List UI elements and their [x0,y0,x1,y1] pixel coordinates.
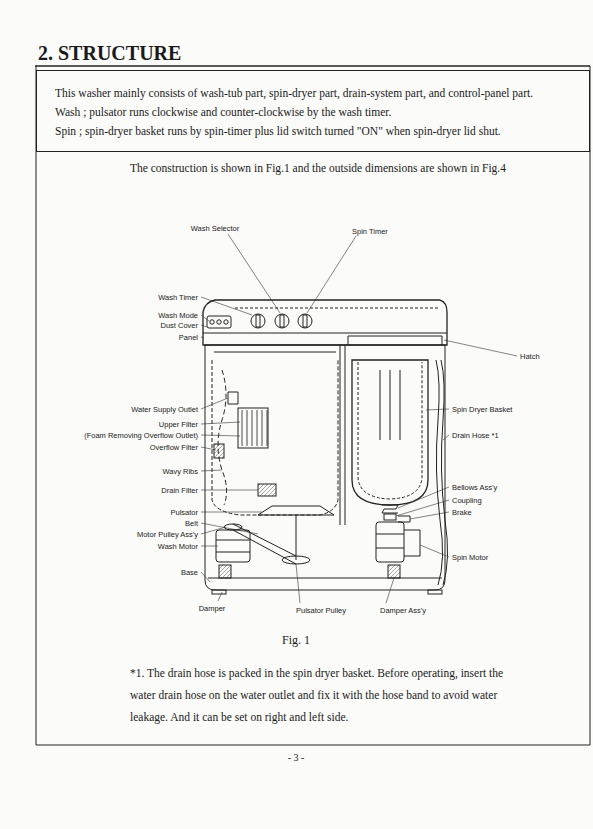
intro-box: This washer mainly consists of wash-tub … [36,70,590,152]
part-label: Damper Ass'y [380,606,426,615]
part-label: Dust Cover [160,321,198,330]
part-label: Wash Selector [191,224,240,233]
part-label: Bellows Ass'y [452,483,497,492]
figure-note: The construction is shown in Fig.1 and t… [130,162,506,174]
footnote: *1. The drain hose is packed in the spin… [130,662,530,728]
part-label: Coupling [452,496,482,505]
part-label: Belt [185,519,198,528]
part-label: Pulsator [170,508,198,517]
part-label: Drain Hose *1 [452,431,499,440]
part-label: Spin Timer [352,227,388,236]
part-label: Water Supply Outlet [131,405,198,414]
part-label: Hatch [520,352,540,361]
section-title: 2. STRUCTURE [38,42,181,65]
figure-caption: Fig. 1 [282,633,310,648]
part-label: Brake [452,508,472,517]
part-label: (Foam Removing Overflow Outlet) [84,431,198,440]
intro-text: Spin ; spin-dryer basket runs by spin-ti… [55,122,573,141]
intro-text: This washer mainly consists of wash-tub … [55,84,573,103]
part-label: Panel [179,333,198,342]
part-label: Pulsator Pulley [296,606,346,615]
part-label: Base [181,568,198,577]
part-label: Wash Mode [158,311,198,320]
part-label: Upper Filter [159,420,198,429]
part-label: Spin Dryer Basket [452,405,512,414]
part-label: Wash Timer [158,293,198,302]
part-label: Overflow Filter [150,443,198,452]
part-label: Spin Motor [452,553,488,562]
intro-text: Wash ; pulsator runs clockwise and count… [55,103,573,122]
part-label: Wash Motor [158,542,198,551]
part-label: Motor Pulley Ass'y [137,530,198,539]
part-label: Damper [199,604,226,613]
page-number: - 3 - [288,752,305,763]
part-label: Wavy Ribs [162,467,198,476]
part-label: Drain Filter [161,486,198,495]
